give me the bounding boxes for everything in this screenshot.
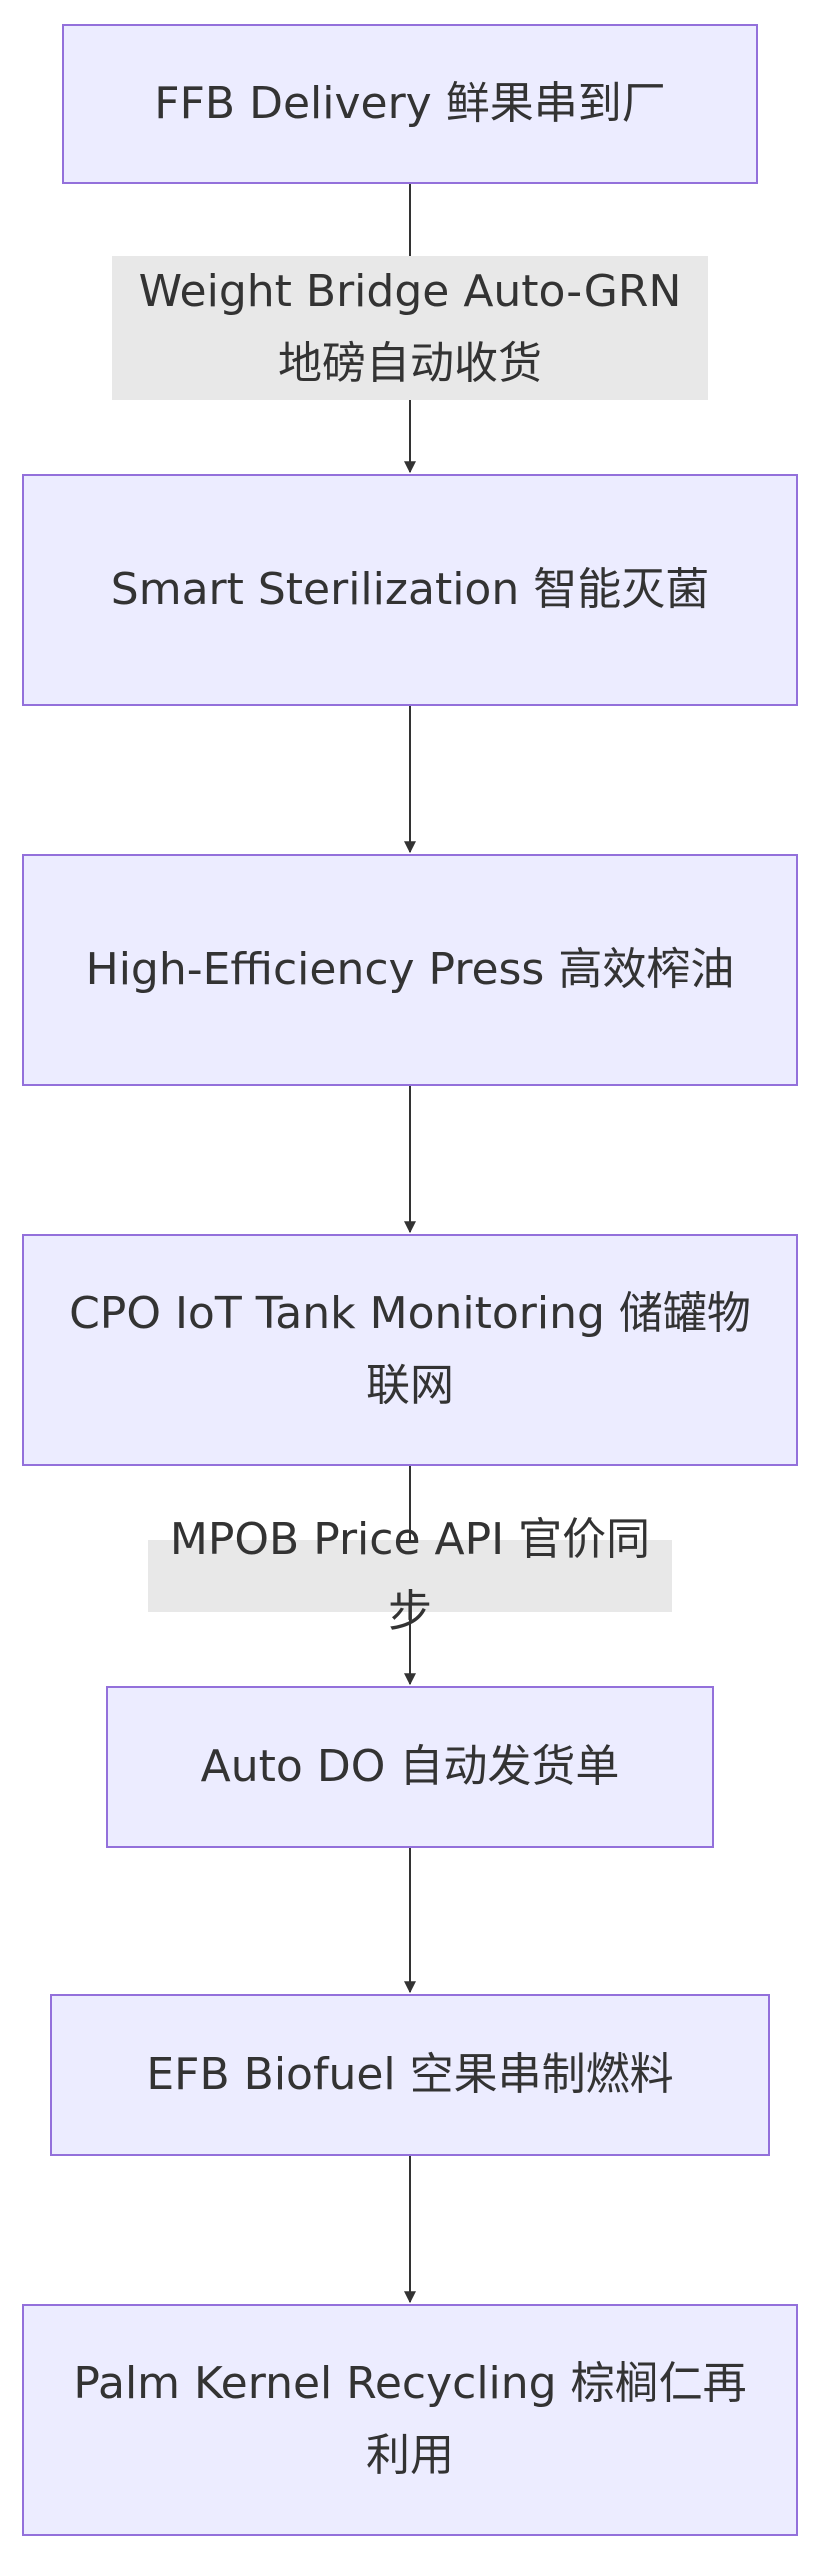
node-label: Auto DO 自动发货单 [200,1741,620,1792]
edge-label-weight-bridge: Weight Bridge Auto-GRN 地磅自动收货 [112,256,708,400]
node-cpo-iot-tank: CPO IoT Tank Monitoring 储罐物联网 [22,1234,798,1466]
node-ffb-delivery: FFB Delivery 鲜果串到厂 [62,24,758,184]
node-palm-kernel-recycling: Palm Kernel Recycling 棕榈仁再利用 [22,2304,798,2536]
edge-label-mpob-price-api: MPOB Price API 官价同步 [148,1514,672,1637]
node-label: Palm Kernel Recycling 棕榈仁再利用 [73,2358,747,2481]
node-auto-do: Auto DO 自动发货单 [106,1686,714,1848]
edge-label-text: Weight Bridge Auto-GRN 地磅自动收货 [138,266,682,389]
node-label: Smart Sterilization 智能灭菌 [110,564,710,615]
node-label: CPO IoT Tank Monitoring 储罐物联网 [69,1288,751,1411]
node-efb-biofuel: EFB Biofuel 空果串制燃料 [50,1994,770,2156]
node-label: High-Efficiency Press 高效榨油 [85,944,735,995]
node-high-efficiency-press: High-Efficiency Press 高效榨油 [22,854,798,1086]
node-label: EFB Biofuel 空果串制燃料 [146,2049,674,2100]
edge-label-text: MPOB Price API 官价同步 [169,1514,651,1637]
node-smart-sterilization: Smart Sterilization 智能灭菌 [22,474,798,706]
node-label: FFB Delivery 鲜果串到厂 [154,78,666,129]
